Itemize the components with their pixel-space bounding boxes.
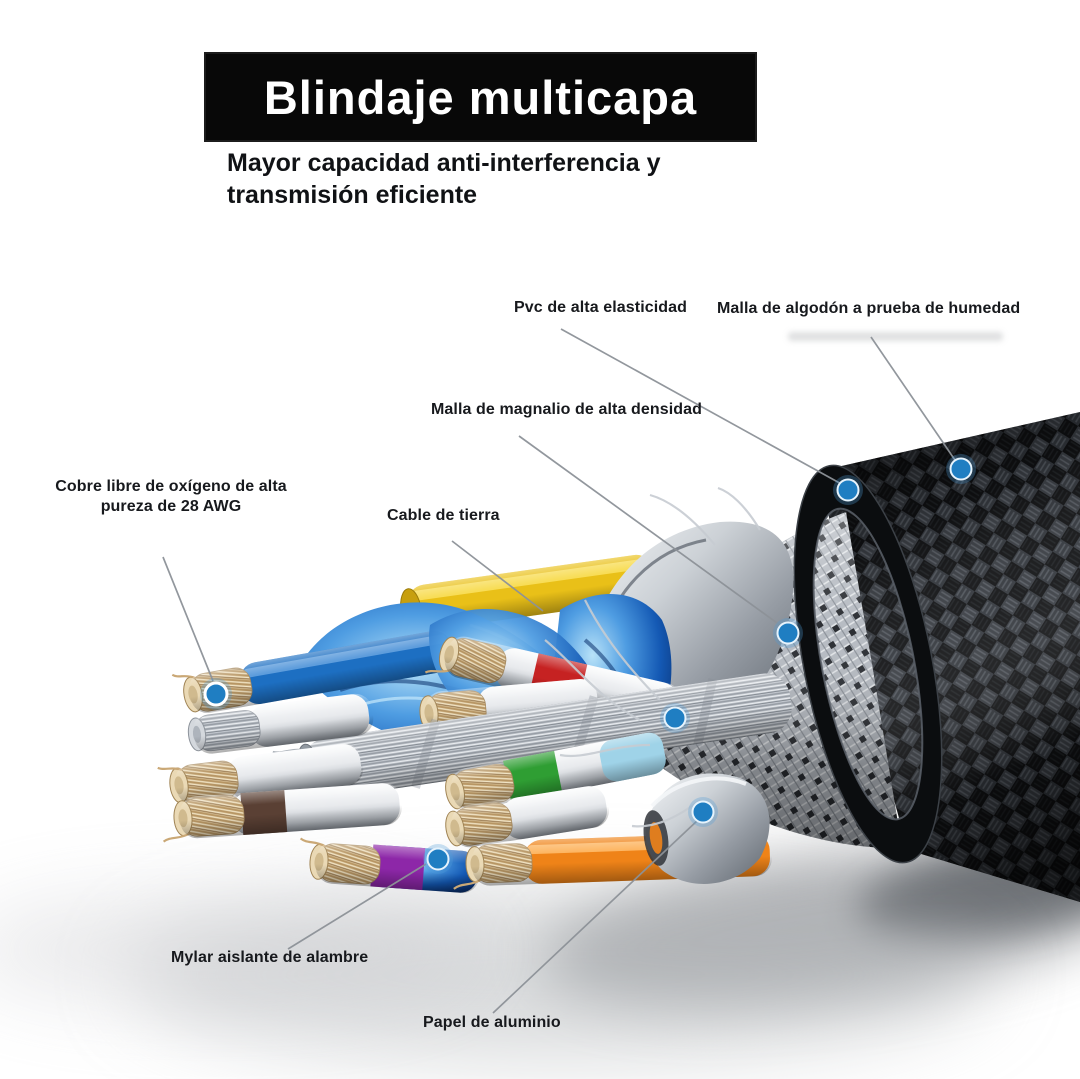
pvc-ring xyxy=(793,464,943,864)
callout-dot-magnalio xyxy=(773,618,803,648)
wire-silver-white xyxy=(187,693,374,754)
label-copper-line-1: Cobre libre de oxígeno de alta xyxy=(55,478,287,495)
frayed-mesh-strands xyxy=(544,486,761,828)
wire-white-lower xyxy=(445,785,609,848)
leader-papel xyxy=(492,819,699,1014)
callout-dot-papel xyxy=(688,797,718,827)
leader-mylar xyxy=(287,863,427,950)
leader-tierra xyxy=(451,540,544,612)
leader-algodon xyxy=(870,336,958,464)
title-bar: Blindaje multicapa xyxy=(204,52,757,142)
leader-pvc xyxy=(560,328,846,487)
subtitle-line-1: Mayor capacidad anti-interferencia y xyxy=(227,149,661,177)
leader-cobre xyxy=(162,556,214,682)
callout-dot-pvc xyxy=(833,475,863,505)
callout-dot-mylar xyxy=(423,844,453,874)
label-copper: Cobre libre de oxígeno de alta pureza de… xyxy=(40,477,302,518)
subtitle: Mayor capacidad anti-interferencia y tra… xyxy=(227,148,660,211)
callout-dot-algodon xyxy=(946,454,976,484)
label-aluminum-foil: Papel de aluminio xyxy=(423,1014,561,1031)
callout-dot-cobre xyxy=(200,678,232,710)
leader-magnalio xyxy=(518,435,785,629)
wire-brown xyxy=(162,783,402,843)
leader-lines xyxy=(162,328,958,1014)
wire-green xyxy=(445,732,668,810)
label-magnalio-mesh: Malla de magnalio de alta densidad xyxy=(431,401,703,418)
label-cotton-mesh: Malla de algodón a prueba de humedad xyxy=(717,300,1021,317)
callout-dots xyxy=(200,454,976,874)
wire-purple xyxy=(299,837,480,893)
label-copper-line-2: pureza de 28 AWG xyxy=(100,498,242,516)
page-title: Blindaje multicapa xyxy=(263,70,698,124)
label-pvc: Pvc de alta elasticidad xyxy=(514,299,688,316)
table-shadow xyxy=(0,332,1080,1060)
aluminum-foil-curl xyxy=(643,773,770,884)
label-ground-wire: Cable de tierra xyxy=(387,507,500,524)
callout-dot-strands xyxy=(660,703,690,733)
label-mylar: Mylar aislante de alambre xyxy=(171,949,369,966)
subtitle-line-2: transmisión eficiente xyxy=(227,180,478,209)
